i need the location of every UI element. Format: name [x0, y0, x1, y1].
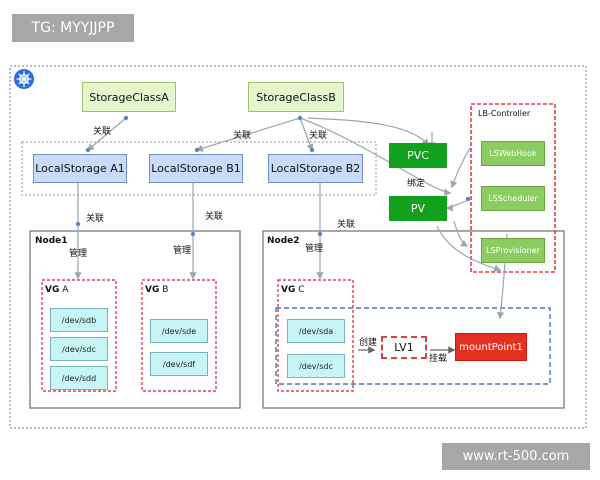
watermark-badge: www.rt-500.com — [442, 443, 590, 470]
localstorage-b2-box: LocalStorage B2 — [268, 154, 363, 183]
tag-badge: TG: MYYJJPP — [12, 14, 134, 42]
storageclassb-box: StorageClassB — [248, 82, 344, 112]
link-dot — [309, 147, 315, 153]
label-related-b2: 关联 — [309, 131, 328, 141]
device-sda-box: /dev/sda — [287, 319, 345, 343]
label-related-node1-a: 关联 — [86, 214, 105, 224]
node1-title: Node1 — [35, 236, 68, 246]
label-manage-node2: 管理 — [305, 244, 324, 254]
vg-b-frame — [141, 279, 217, 392]
label-manage-node1-b: 管理 — [173, 246, 192, 256]
connector-pv-lsprovisioner — [436, 225, 502, 272]
node2-title: Node2 — [267, 236, 300, 246]
link-dot — [465, 196, 471, 202]
kubernetes-logo — [14, 69, 34, 89]
localstorage-b1-box: LocalStorage B1 — [149, 154, 243, 183]
device-sdc-node2-box: /dev/sdc — [287, 354, 345, 378]
vg-c-title: VG C — [281, 285, 305, 295]
vg-a-prefix: VG — [45, 285, 60, 295]
lswebhook-box: LSWebHook — [481, 141, 545, 166]
vg-b-name: B — [162, 285, 169, 295]
outer-frame — [9, 65, 587, 429]
lv1-box: LV1 — [381, 336, 427, 359]
link-dot-group — [75, 115, 471, 237]
pvc-box: PVC — [389, 143, 447, 168]
lsprovisioner-box: LSProvisioner — [481, 238, 545, 263]
vg-a-frame — [41, 279, 117, 392]
node2-frame — [262, 230, 565, 409]
connector-scb-b1 — [195, 117, 301, 152]
connector-scheduler-pv — [445, 199, 469, 212]
localstorage-a1-box: LocalStorage A1 — [33, 154, 127, 183]
label-bind: 绑定 — [407, 179, 426, 189]
lv-area-frame — [275, 307, 551, 385]
connector-sca-a1 — [86, 117, 127, 151]
vg-b-prefix: VG — [145, 285, 160, 295]
device-sdf-box: /dev/sdf — [150, 352, 208, 376]
lsscheduler-box: LSScheduler — [481, 186, 545, 211]
connector-scb-b2 — [299, 117, 314, 152]
vg-c-name: C — [298, 285, 305, 295]
vg-b-title: VG B — [145, 285, 168, 295]
lb-controller-title: LB-Controller — [478, 109, 531, 118]
label-related-b1: 关联 — [233, 131, 252, 141]
connector-webhook-pv — [450, 147, 471, 189]
label-related-a: 关联 — [93, 127, 112, 137]
device-sdb-box: /dev/sdb — [50, 308, 108, 332]
pv-box: PV — [389, 196, 447, 221]
node1-frame — [29, 230, 241, 409]
link-dot — [190, 231, 196, 237]
link-dot — [123, 115, 129, 121]
device-sdd-box: /dev/sdd — [50, 366, 108, 390]
link-dot — [297, 115, 303, 121]
vg-a-title: VG A — [45, 285, 68, 295]
label-related-node2: 关联 — [337, 220, 356, 230]
vg-c-frame — [277, 279, 354, 392]
mountpoint1-box: mountPoint1 — [455, 333, 527, 361]
storageclassa-box: StorageClassA — [82, 82, 176, 112]
vg-a-name: A — [62, 285, 69, 295]
lb-controller-frame — [470, 103, 556, 273]
device-sde-box: /dev/sde — [150, 319, 208, 343]
label-create: 创建 — [359, 338, 378, 348]
label-manage-node1-a: 管理 — [69, 249, 88, 259]
connector-scb-pvc — [307, 117, 429, 147]
localstorage-group — [21, 141, 377, 196]
device-sdc-box: /dev/sdc — [50, 337, 108, 361]
link-dot — [194, 147, 200, 153]
connector-pv-provisioner-side — [453, 220, 469, 247]
link-dot — [75, 221, 81, 227]
vg-c-prefix: VG — [281, 285, 296, 295]
link-dot — [85, 147, 91, 153]
label-mount: 挂载 — [429, 354, 448, 364]
link-dot — [317, 231, 323, 237]
label-related-node1-b: 关联 — [205, 212, 224, 222]
